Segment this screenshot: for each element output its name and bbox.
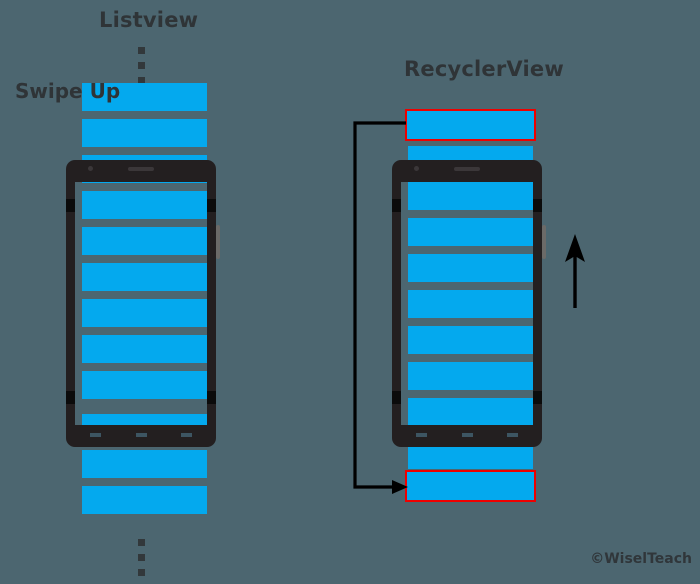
list-item[interactable] — [82, 227, 207, 255]
recycled-item-bottom[interactable] — [405, 470, 536, 502]
nav-home-button[interactable] — [462, 433, 473, 437]
list-item[interactable] — [82, 414, 207, 442]
arrow-up-icon — [565, 234, 585, 308]
list-item[interactable] — [82, 335, 207, 363]
phone-frame-corner — [392, 199, 401, 212]
list-item[interactable] — [408, 326, 533, 354]
nav-recents-button[interactable] — [507, 433, 518, 437]
nav-back-button[interactable] — [416, 433, 427, 437]
list-item[interactable] — [408, 146, 533, 174]
ellipsis-dot — [138, 569, 145, 576]
power-button-icon[interactable] — [216, 225, 220, 259]
list-item[interactable] — [82, 155, 207, 183]
list-item[interactable] — [82, 450, 207, 478]
ellipsis-dot — [138, 554, 145, 561]
list-item[interactable] — [408, 182, 533, 210]
phone-frame-corner — [392, 391, 401, 404]
ellipsis-dot — [138, 62, 145, 69]
listview-title: Listview — [99, 8, 199, 32]
list-item[interactable] — [82, 486, 207, 514]
listview-ellipsis-top — [138, 47, 145, 92]
swipe-up-indicator — [545, 232, 605, 314]
ellipsis-dot — [138, 47, 145, 54]
list-item[interactable] — [82, 119, 207, 147]
list-item[interactable] — [408, 398, 533, 426]
phone-frame-corner — [207, 199, 216, 212]
swipe-up-label: Swipe Up — [15, 79, 121, 103]
recycle-flow-arrow-icon — [353, 121, 408, 494]
recyclerview-title: RecyclerView — [404, 57, 564, 81]
listview-ellipsis-bottom — [138, 539, 145, 584]
list-item[interactable] — [82, 263, 207, 291]
list-item[interactable] — [408, 441, 533, 469]
list-item[interactable] — [408, 254, 533, 282]
phone-frame-corner — [66, 391, 75, 404]
list-item[interactable] — [82, 191, 207, 219]
list-item[interactable] — [82, 83, 207, 111]
phone-frame-corner — [533, 391, 542, 404]
phone-frame-corner — [207, 391, 216, 404]
list-item[interactable] — [408, 290, 533, 318]
ellipsis-dot — [138, 77, 145, 84]
phone-frame-corner — [66, 199, 75, 212]
list-item[interactable] — [408, 218, 533, 246]
watermark: ©WiselTeach — [590, 551, 692, 567]
ellipsis-dot — [138, 539, 145, 546]
recycled-item-top[interactable] — [405, 109, 536, 141]
list-item[interactable] — [82, 299, 207, 327]
list-item[interactable] — [408, 362, 533, 390]
phone-frame-corner — [533, 199, 542, 212]
list-item[interactable] — [82, 371, 207, 399]
